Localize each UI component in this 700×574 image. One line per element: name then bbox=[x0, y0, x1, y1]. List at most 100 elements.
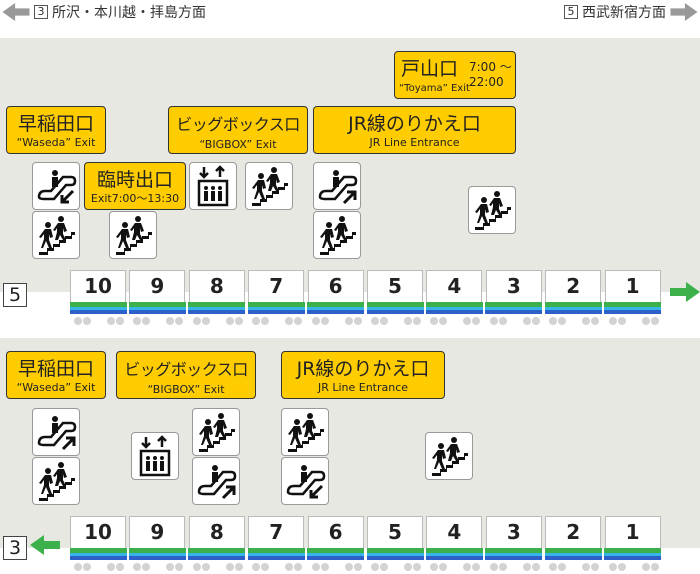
exit-name: JR線のりかえ口 bbox=[296, 358, 430, 380]
train-car: 7 bbox=[247, 516, 305, 571]
stairs-icon bbox=[425, 432, 473, 480]
exit-name: 早稲田口 bbox=[17, 358, 94, 380]
train-car: 8 bbox=[188, 270, 246, 325]
direction-arrow-right-icon bbox=[670, 282, 700, 302]
exit-hours: Exit7:00～13:30 bbox=[90, 192, 180, 205]
car-number: 8 bbox=[209, 520, 224, 544]
car-number: 4 bbox=[447, 274, 462, 298]
stairs-icon bbox=[245, 162, 293, 210]
car-wheels bbox=[546, 317, 602, 325]
direction-label: 所沢・本川越・拝島方面 bbox=[52, 5, 206, 21]
exit-name: ビッグボックス口 bbox=[124, 360, 248, 379]
car-number: 5 bbox=[388, 520, 402, 544]
car-number: 7 bbox=[269, 274, 284, 298]
car-wheels bbox=[427, 317, 483, 325]
exit-name-en: JR Line Entrance bbox=[369, 136, 460, 149]
car-number: 9 bbox=[150, 274, 165, 298]
car-stripe bbox=[188, 302, 246, 314]
exit-name: ビッグボックス口 bbox=[176, 115, 300, 134]
direction-label: 西武新宿方面 bbox=[582, 5, 666, 21]
arrow-right-icon bbox=[670, 3, 698, 21]
train-car: 4 bbox=[425, 270, 483, 325]
exit-hours-open: 7:00 ～ bbox=[469, 60, 512, 74]
car-wheels bbox=[71, 317, 127, 325]
car-stripe bbox=[128, 302, 186, 314]
arrow-left-icon bbox=[2, 3, 30, 21]
car-stripe bbox=[366, 548, 424, 560]
car-number: 3 bbox=[506, 274, 521, 298]
car-stripe bbox=[188, 548, 246, 560]
car-wheels bbox=[368, 563, 424, 571]
direction-arrow-left-icon bbox=[30, 535, 60, 555]
exit-name-en: “BIGBOX” Exit bbox=[199, 138, 277, 151]
exit-name-en: “BIGBOX” Exit bbox=[147, 383, 225, 396]
train-car: 1 bbox=[604, 270, 662, 325]
train-car: 3 bbox=[485, 270, 543, 325]
train-car: 4 bbox=[425, 516, 483, 571]
direction-right: 5 西武新宿方面 bbox=[564, 2, 698, 22]
train-car: 9 bbox=[128, 516, 186, 571]
car-number: 10 bbox=[84, 520, 112, 544]
stairs-icon bbox=[32, 457, 80, 505]
elevator-icon bbox=[131, 432, 179, 480]
exit-waseda[interactable]: 早稲田口“Waseda” Exit bbox=[6, 106, 106, 154]
car-number: 1 bbox=[625, 274, 640, 298]
car-stripe bbox=[544, 302, 602, 314]
car-stripe bbox=[425, 548, 483, 560]
car-stripe bbox=[307, 302, 365, 314]
direction-left: 3 所沢・本川越・拝島方面 bbox=[2, 2, 206, 22]
train-car: 2 bbox=[544, 516, 602, 571]
train-car: 8 bbox=[188, 516, 246, 571]
car-stripe bbox=[366, 302, 424, 314]
exit-hours-close: 22:00 bbox=[469, 75, 504, 89]
exit-bigbox[interactable]: ビッグボックス口 “BIGBOX” Exit bbox=[116, 351, 256, 399]
car-stripe bbox=[307, 548, 365, 560]
car-number: 7 bbox=[269, 520, 284, 544]
car-wheels bbox=[368, 317, 424, 325]
track-number-badge: 3 bbox=[34, 5, 48, 19]
stairs-icon bbox=[281, 408, 329, 456]
train-car: 5 bbox=[366, 270, 424, 325]
escalator-up-icon bbox=[192, 457, 240, 505]
train-car: 2 bbox=[544, 270, 602, 325]
car-wheels bbox=[309, 317, 365, 325]
exit-name: JR線のりかえ口 bbox=[348, 113, 481, 135]
car-stripe bbox=[247, 548, 305, 560]
exit-name: 戸山口 bbox=[401, 58, 459, 80]
car-wheels bbox=[546, 563, 602, 571]
car-stripe bbox=[128, 548, 186, 560]
exit-name: 早稲田口 bbox=[17, 113, 94, 135]
train-car: 6 bbox=[307, 516, 365, 571]
car-wheels bbox=[427, 563, 483, 571]
exit-toyama[interactable]: 戸山口 “Toyama” Exit 7:00 ～ 22:00 bbox=[394, 51, 516, 99]
exit-waseda[interactable]: 早稲田口“Waseda” Exit bbox=[6, 351, 106, 399]
car-wheels bbox=[249, 317, 305, 325]
train-car: 10 bbox=[69, 270, 127, 325]
car-number: 10 bbox=[84, 274, 112, 298]
car-wheels bbox=[606, 317, 662, 325]
train-car: 9 bbox=[128, 270, 186, 325]
car-wheels bbox=[309, 563, 365, 571]
car-stripe bbox=[485, 302, 543, 314]
track-number: 5 bbox=[3, 283, 27, 307]
car-stripe bbox=[69, 302, 127, 314]
escalator-down-icon bbox=[32, 162, 80, 210]
train-car: 10 bbox=[69, 516, 127, 571]
car-stripe bbox=[604, 302, 662, 314]
car-stripe bbox=[69, 548, 127, 560]
exit-name-en: “Waseda” Exit bbox=[16, 136, 96, 149]
track-number: 3 bbox=[3, 536, 27, 560]
stairs-icon bbox=[313, 211, 361, 259]
car-wheels bbox=[71, 563, 127, 571]
escalator-down-icon bbox=[281, 457, 329, 505]
car-number: 8 bbox=[209, 274, 224, 298]
exit-name: 臨時出口 bbox=[96, 169, 173, 191]
exit-bigbox[interactable]: ビッグボックス口 “BIGBOX” Exit bbox=[168, 106, 308, 154]
train-car: 7 bbox=[247, 270, 305, 325]
escalator-up-icon bbox=[313, 162, 361, 210]
car-stripe bbox=[485, 548, 543, 560]
car-number: 6 bbox=[328, 274, 343, 298]
